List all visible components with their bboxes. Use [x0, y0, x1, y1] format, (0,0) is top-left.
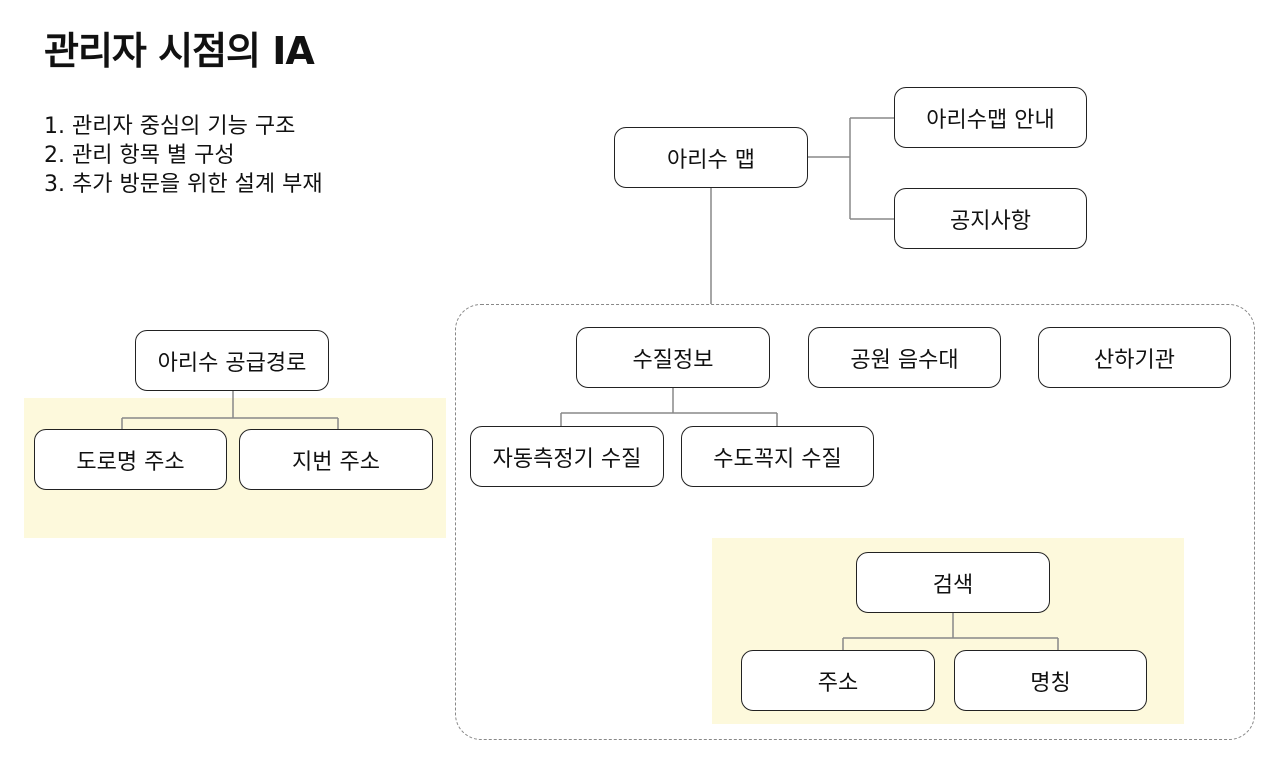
node-supply-route[interactable]: 아리수 공급경로 [135, 330, 329, 391]
main-menu-group [455, 304, 1255, 740]
page-title: 관리자 시점의 IA [44, 29, 315, 73]
node-road-address[interactable]: 도로명 주소 [34, 429, 227, 490]
node-tap-water-quality[interactable]: 수도꼭지 수질 [681, 426, 874, 487]
connector-supply-route [121, 391, 339, 430]
node-notice[interactable]: 공지사항 [894, 188, 1087, 249]
node-water-quality[interactable]: 수질정보 [576, 327, 770, 388]
connector-root-right [808, 117, 894, 220]
note-item: 1. 관리자 중심의 기능 구조 [44, 114, 296, 139]
notes-list: 1. 관리자 중심의 기능 구조 2. 관리 항목 별 구성 3. 추가 방문을… [44, 112, 323, 199]
connector-search [842, 613, 1059, 650]
connector-water-quality [560, 388, 778, 426]
node-auto-meter-quality[interactable]: 자동측정기 수질 [470, 426, 664, 487]
node-search-name[interactable]: 명칭 [954, 650, 1147, 711]
node-park-fountain[interactable]: 공원 음수대 [808, 327, 1001, 388]
node-arisu-map[interactable]: 아리수 맵 [614, 127, 808, 188]
node-search[interactable]: 검색 [856, 552, 1050, 613]
note-item: 3. 추가 방문을 위한 설계 부재 [44, 172, 323, 197]
node-search-address[interactable]: 주소 [741, 650, 935, 711]
node-affiliate[interactable]: 산하기관 [1038, 327, 1231, 388]
note-item: 2. 관리 항목 별 구성 [44, 143, 235, 168]
node-lot-address[interactable]: 지번 주소 [239, 429, 433, 490]
node-arisu-map-guide[interactable]: 아리수맵 안내 [894, 87, 1087, 148]
